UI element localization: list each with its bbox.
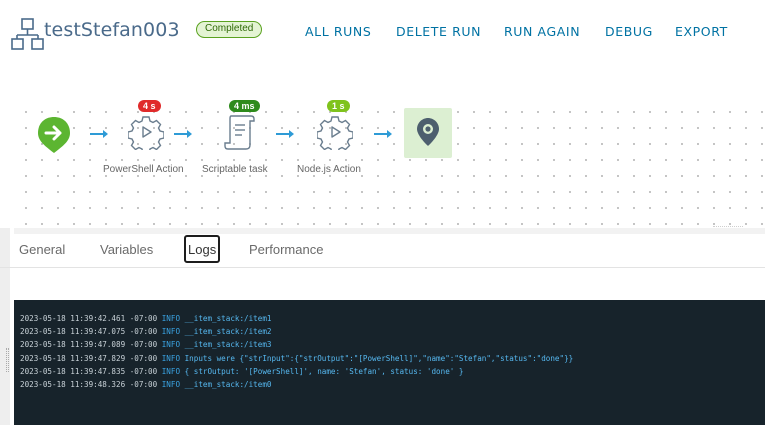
tab-logs[interactable]: Logs bbox=[184, 235, 221, 263]
gear-play-icon[interactable] bbox=[317, 114, 353, 150]
node-label: PowerShell Action bbox=[103, 164, 184, 175]
run-header: testStefan003 Completed ALL RUNS DELETE … bbox=[0, 0, 765, 62]
tab-variables[interactable]: Variables bbox=[100, 242, 154, 257]
workflow-canvas[interactable]: 4 s PowerShell Action 4 ms Scriptable ta… bbox=[14, 98, 765, 228]
tab-performance[interactable]: Performance bbox=[249, 242, 324, 257]
connector-arrow bbox=[174, 130, 192, 138]
log-line: 2023-05-18 11:39:47.835 -07:00 INFO { st… bbox=[20, 366, 464, 376]
resize-handle[interactable] bbox=[713, 226, 743, 228]
duration-badge: 1 s bbox=[327, 100, 350, 112]
debug-link[interactable]: DEBUG bbox=[605, 24, 653, 39]
connector-arrow bbox=[90, 130, 108, 138]
log-console: 2023-05-18 11:39:42.461 -07:00 INFO __it… bbox=[14, 300, 765, 425]
log-line: 2023-05-18 11:39:48.326 -07:00 INFO __it… bbox=[20, 380, 272, 390]
run-title: testStefan003 bbox=[44, 19, 180, 41]
workflow-icon bbox=[11, 18, 44, 50]
panel-divider bbox=[14, 228, 765, 234]
workflow-canvas-container: 4 s PowerShell Action 4 ms Scriptable ta… bbox=[0, 98, 765, 228]
run-again-link[interactable]: RUN AGAIN bbox=[504, 24, 581, 39]
tab-general[interactable]: General bbox=[19, 242, 66, 257]
end-node[interactable] bbox=[404, 108, 452, 158]
connector-arrow bbox=[374, 130, 392, 138]
node-label: Scriptable task bbox=[202, 164, 268, 175]
connector-arrow bbox=[276, 130, 294, 138]
gear-play-icon[interactable] bbox=[128, 114, 164, 150]
log-line: 2023-05-18 11:39:47.075 -07:00 INFO __it… bbox=[20, 327, 272, 337]
log-line: 2023-05-18 11:39:42.461 -07:00 INFO __it… bbox=[20, 314, 272, 323]
location-pin-icon bbox=[417, 118, 439, 146]
all-runs-link[interactable]: ALL RUNS bbox=[305, 24, 372, 39]
panel-grip-icon[interactable] bbox=[6, 348, 9, 372]
duration-badge: 4 s bbox=[138, 100, 161, 112]
log-line: 2023-05-18 11:39:47.089 -07:00 INFO __it… bbox=[20, 340, 272, 350]
delete-run-link[interactable]: DELETE RUN bbox=[396, 24, 482, 39]
left-resize-rail bbox=[0, 98, 10, 425]
node-label: Node.js Action bbox=[297, 164, 361, 175]
details-tabs: General Variables Logs Performance bbox=[0, 234, 765, 268]
log-line: 2023-05-18 11:39:47.829 -07:00 INFO Inpu… bbox=[20, 353, 574, 363]
script-scroll-icon[interactable] bbox=[222, 112, 258, 152]
start-node-icon[interactable] bbox=[36, 115, 72, 155]
export-link[interactable]: EXPORT bbox=[675, 24, 728, 39]
duration-badge: 4 ms bbox=[229, 100, 260, 112]
status-badge: Completed bbox=[196, 21, 263, 38]
